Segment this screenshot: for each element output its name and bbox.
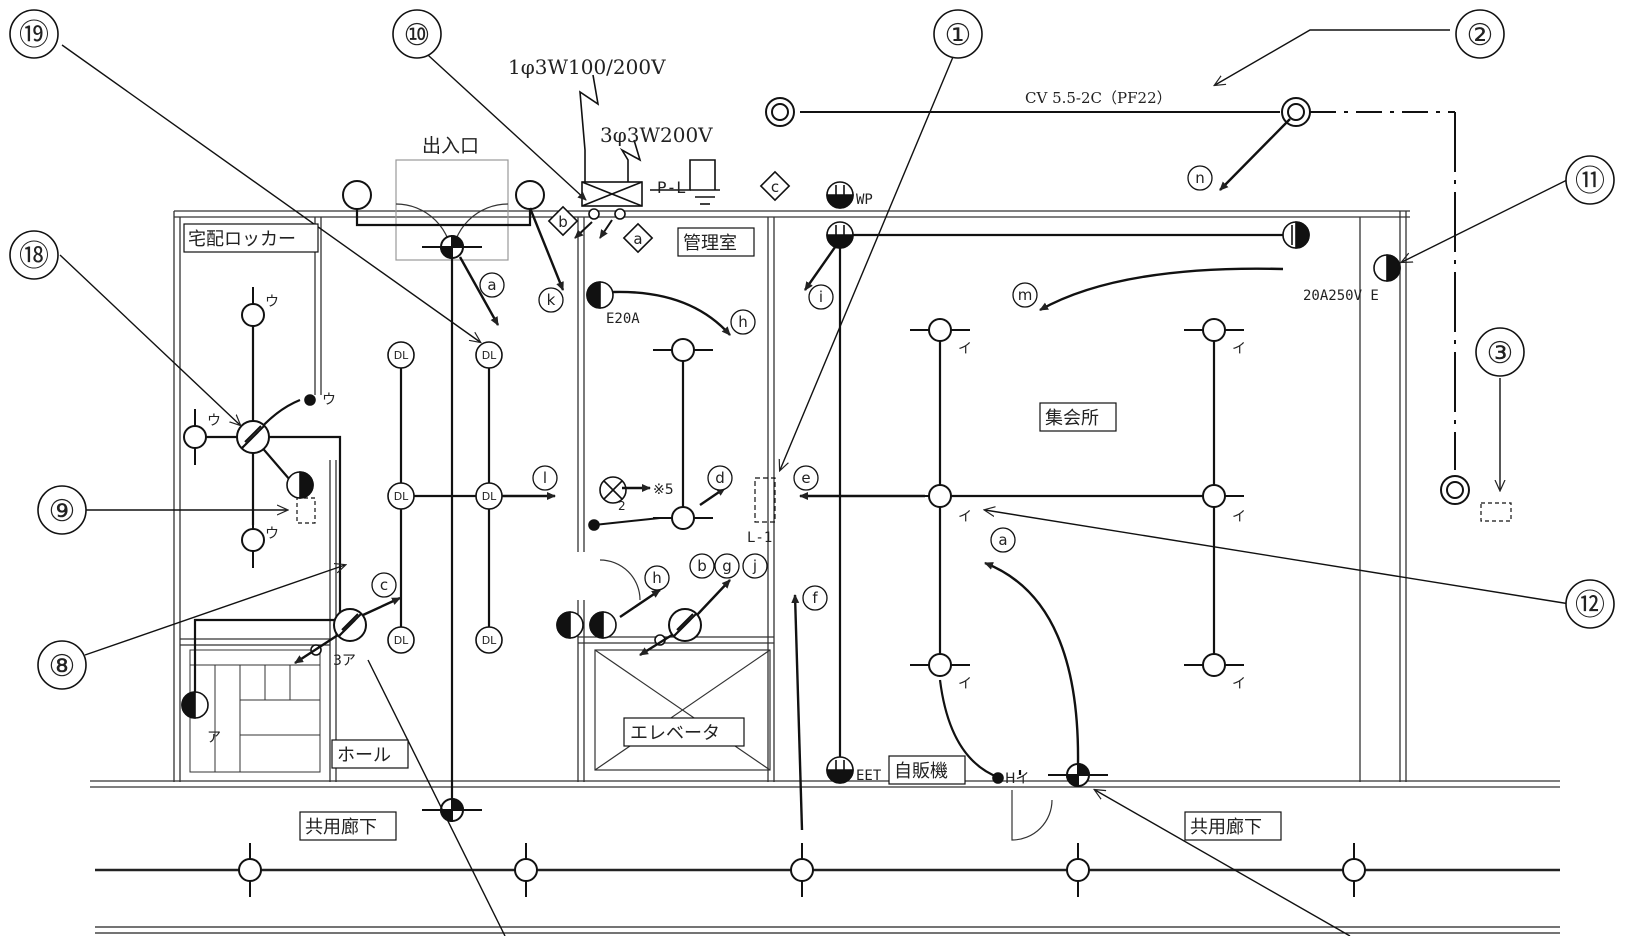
mark-i: イ [1232,341,1246,357]
corridor [95,868,1560,934]
callout-12: ⑫ [1575,588,1605,623]
mark-u: ウ [265,294,279,310]
circle-tag: b [697,557,707,575]
elevator-label: エレベータ [630,723,720,744]
callout-8: ⑧ [49,649,76,684]
wiring [193,199,1296,810]
mark-a: ア [207,730,221,746]
callout-18: ⑱ [19,239,49,274]
lighting-panel [754,477,776,523]
callout-rings [9,9,1615,690]
vending-label: 自販機 [894,761,948,782]
circle-tag: c [380,576,388,594]
dl-label: DL [482,349,497,362]
staircase [189,649,321,773]
mark-3a: 3ア [333,653,356,669]
dl-label: DL [394,634,409,647]
device-marks: ウ ウ ウ ウ イ イ イ イ イ イ ア 3ア Hイ WP EET E20A … [207,192,1246,787]
elevator-shaft [594,649,771,771]
outlet-rating-label: 20A250V E [1303,288,1379,304]
entrance-label: 出入口 [422,135,479,157]
room-labels: 出入口 宅配ロッカー 管理室 集会所 ホール エレベータ 自販機 共用廊下 共用… [188,135,1262,838]
supply-labels: 1φ3W100/200V 3φ3W200V [508,55,713,147]
wall-lights [342,97,1470,505]
mark-eet: EET [856,768,882,784]
circle-tag: h [738,313,748,331]
callout-11: ⑪ [1575,164,1605,199]
room-label-boxes [183,223,1282,841]
downlights [387,341,503,654]
circle-tag: h [652,569,662,587]
panel-pl-label: P-L [657,178,686,197]
diamond-tag: c [771,178,779,196]
office-label: 管理室 [683,233,737,254]
circle-tag: k [547,291,556,309]
callout-1: ① [945,18,972,53]
fan-symbol [599,476,627,504]
hatched-fixtures [236,420,702,642]
circle-tag: n [1195,169,1205,187]
circle-tag: a [487,276,496,294]
mark-e20a: E20A [606,311,640,327]
circle-tag: g [722,557,732,575]
ceiling-lights [183,287,1244,677]
dl-label: DL [394,490,409,503]
diamond-tag: a [633,230,642,248]
leader-arrows [59,29,1571,936]
mark-u: ウ [265,526,279,542]
mark-hi: Hイ [1005,771,1030,787]
callout-19: ⑲ [19,18,49,53]
circle-tag-letters: a k h i n m l d e a c h b g j f [380,169,1205,607]
diamond-tags [547,170,791,254]
cv-cable [800,111,1456,470]
circle-tag: l [543,469,547,487]
mark-wp: WP [856,192,873,208]
corridor-lights [238,843,1366,897]
circle-tag: e [801,469,810,487]
callout-3: ③ [1487,336,1514,371]
corridor-right-label: 共用廊下 [1190,817,1262,838]
callout-9: ⑨ [49,494,76,529]
circle-tag: j [752,557,757,575]
callout-2: ② [1467,18,1494,53]
mark-count: 2 [618,499,626,513]
diamond-tag: b [558,213,568,231]
locker-room-label: 宅配ロッカー [188,229,296,250]
circle-tag: d [715,469,725,487]
circle-tag-rings [371,165,1213,611]
mark-i: イ [958,341,972,357]
mark-i: イ [1232,509,1246,525]
panel-l1-label: L-1 [747,530,772,546]
mark-u: ウ [207,413,221,429]
circle-tag: f [812,589,818,607]
dl-labels: DL DL DL DL DL DL [394,349,497,647]
mark-u: ウ [322,392,336,408]
circle-tag: m [1018,286,1033,304]
callout-numbers: ⑲ ⑩ ① ② ⑱ ⑪ ③ ⑨ ⑫ ⑧ [19,18,1605,684]
mark-star-note: ※5 [653,482,674,498]
mark-i: イ [958,509,972,525]
dl-label: DL [394,349,409,362]
supply-1phase-label: 1φ3W100/200V [508,55,666,79]
dl-label: DL [482,634,497,647]
distribution-panel-pl [579,74,720,220]
emergency-lights [422,234,1108,823]
circle-tag: i [819,288,823,306]
mark-i: イ [1232,676,1246,692]
hall-label: ホール [337,745,391,766]
supply-3phase-label: 3φ3W200V [600,123,713,147]
mark-i: イ [958,676,972,692]
outlets [181,181,1401,784]
circle-tag: a [998,531,1007,549]
meeting-hall-label: 集会所 [1045,408,1099,429]
dl-label: DL [482,490,497,503]
callout-10: ⑩ [404,18,431,53]
corridor-left-label: 共用廊下 [305,817,377,838]
dashed-boxes [296,497,1512,524]
cv-cable-label: CV 5.5-2C（PF22） [1025,89,1172,107]
